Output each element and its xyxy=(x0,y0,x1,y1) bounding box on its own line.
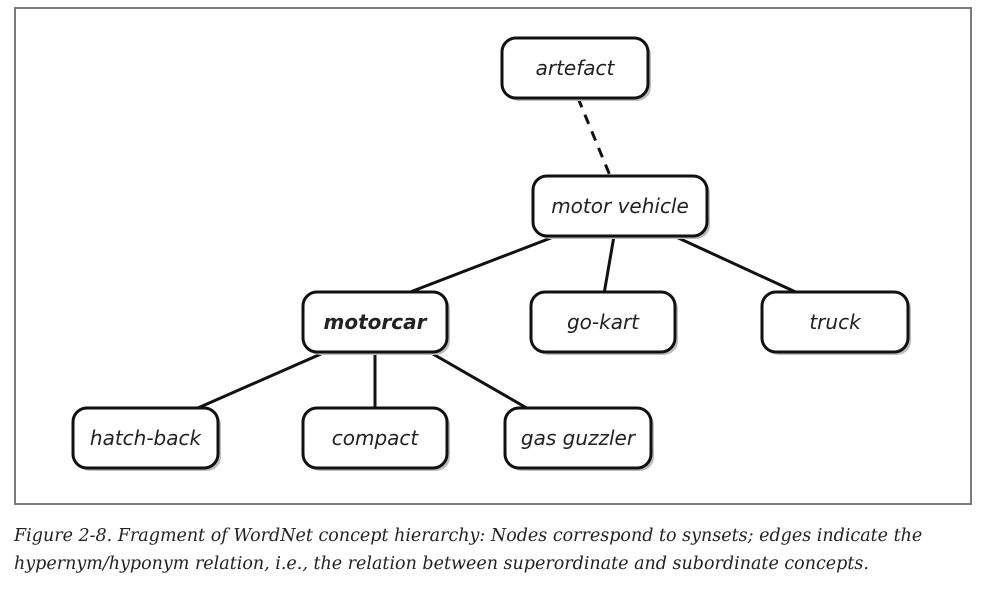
node-motorcar: motorcar xyxy=(301,290,450,355)
node-label: motor vehicle xyxy=(551,194,689,218)
edge-motorcar-to-hatch-back xyxy=(190,348,331,413)
caption-line-2: hypernym/hyponym relation, i.e., the rel… xyxy=(14,554,869,574)
node-label: artefact xyxy=(536,56,616,80)
caption-line-1: Figure 2-8. Fragment of WordNet concept … xyxy=(14,526,923,546)
edge-motor-vehicle-to-go-kart xyxy=(602,235,616,295)
node-box xyxy=(71,406,220,470)
figure-caption: Figure 2-8. Fragment of WordNet concept … xyxy=(14,522,972,578)
edge-motorcar-to-gas-guzzler xyxy=(425,348,533,413)
edge-motor-vehicle-to-motorcar xyxy=(404,234,557,296)
node-box xyxy=(301,406,449,470)
edge-motor-vehicle-to-truck xyxy=(673,234,801,296)
node-motor-vehicle: motor vehicle xyxy=(531,174,710,239)
node-label: motorcar xyxy=(324,310,428,334)
nodes-layer: artefact motor vehicle motorcar go-kart truc… xyxy=(71,36,911,471)
node-box xyxy=(503,406,653,470)
node-label: compact xyxy=(332,426,420,450)
node-label: gas guzzler xyxy=(521,426,637,450)
node-label: hatch-back xyxy=(90,426,203,450)
node-gas-guzzler: gas guzzler xyxy=(503,406,654,471)
node-label: go-kart xyxy=(567,310,640,334)
node-truck: truck xyxy=(760,290,911,355)
node-box xyxy=(531,174,709,238)
node-label: truck xyxy=(809,310,862,334)
node-box xyxy=(760,290,910,354)
node-compact: compact xyxy=(301,406,450,471)
node-box xyxy=(529,290,677,354)
node-artefact: artefact xyxy=(500,36,651,101)
node-go-kart: go-kart xyxy=(529,290,678,355)
edge-artefact-to-motor-vehicle xyxy=(576,97,613,179)
edges-layer xyxy=(190,97,801,413)
node-box xyxy=(301,290,449,354)
node-hatch-back: hatch-back xyxy=(71,406,221,471)
node-box xyxy=(500,36,650,100)
